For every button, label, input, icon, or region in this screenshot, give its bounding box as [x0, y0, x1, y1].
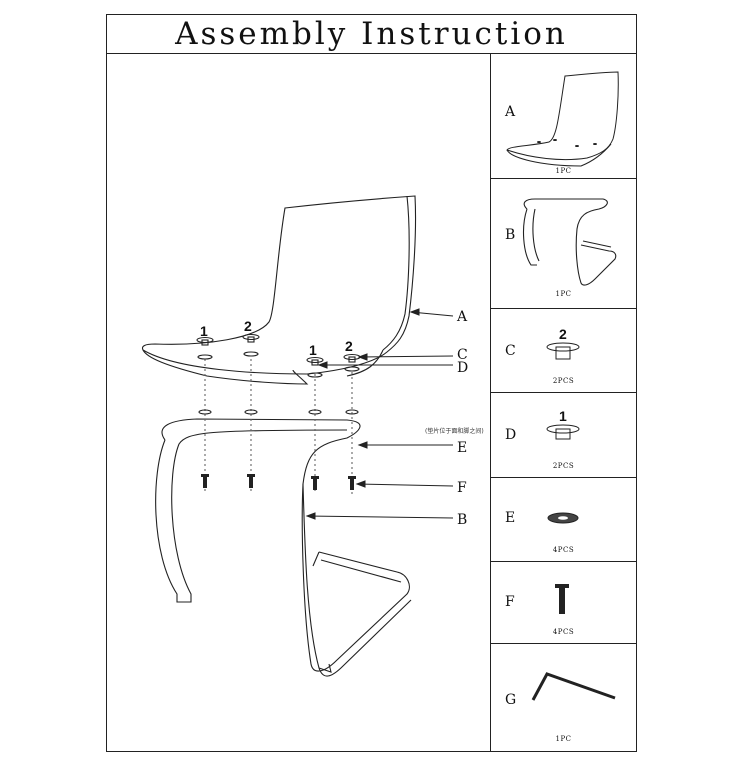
- allen-key-icon: [531, 672, 616, 701]
- alignment-guides: [204, 359, 353, 494]
- seat-holes: [197, 351, 360, 378]
- connector-number: 2: [559, 326, 567, 342]
- washer-icon: [547, 512, 579, 524]
- callout-c: C: [457, 347, 468, 363]
- page-title: Assembly Instruction: [175, 16, 568, 52]
- title-bar: Assembly Instruction: [107, 15, 636, 54]
- connector-1-icon: 1: [546, 408, 580, 440]
- connector-number: 1: [309, 342, 317, 358]
- instruction-sheet: Assembly Instruction: [106, 14, 637, 752]
- part-quantity: 1PC: [555, 167, 572, 175]
- part-quantity: 1PC: [555, 290, 572, 298]
- part-quantity: 2PCS: [552, 377, 575, 385]
- callout-d: D: [457, 360, 468, 376]
- connector-2-icon: 2: [546, 326, 580, 360]
- part-quantity: 1PC: [555, 735, 572, 743]
- exploded-view-diagram: 1 2 1 2 A C D E F B (垫片位于面和脚之间): [141, 195, 484, 677]
- part-letter: F: [505, 594, 515, 610]
- washers: [198, 409, 359, 415]
- callout-b: B: [457, 512, 467, 528]
- part-f: F 4PCS: [491, 562, 636, 644]
- part-quantity: 4PCS: [552, 628, 575, 636]
- part-quantity: 4PCS: [552, 546, 575, 554]
- connector-number: 1: [200, 323, 208, 339]
- callout-f: F: [457, 480, 467, 496]
- frame-drawing: [155, 418, 412, 677]
- part-letter: B: [505, 227, 516, 243]
- part-e: E 4PCS: [491, 478, 636, 562]
- connector-number: 2: [345, 338, 353, 354]
- bolt-icon: [555, 584, 569, 614]
- exploded-view-panel: 1 2 1 2 A C D E F B (垫片位于面和脚之间): [107, 54, 491, 751]
- part-d: 1 D 2PCS: [491, 393, 636, 478]
- connectors: [196, 333, 361, 366]
- seat-shell-drawing: [141, 195, 417, 385]
- part-letter: C: [505, 343, 516, 359]
- part-a: A 1PC: [491, 54, 636, 179]
- parts-list: A 1PC B 1PC 2 C 2PCS: [491, 54, 636, 751]
- part-quantity: 2PCS: [552, 462, 575, 470]
- part-g: G 1PC: [491, 644, 636, 751]
- part-letter: A: [505, 104, 516, 120]
- part-b: B 1PC: [491, 179, 636, 309]
- connector-number: 2: [244, 318, 252, 334]
- connector-number: 1: [559, 408, 567, 424]
- part-letter: G: [505, 692, 517, 708]
- callout-e: E: [457, 440, 467, 456]
- part-letter: D: [505, 427, 517, 443]
- part-c: 2 C 2PCS: [491, 309, 636, 393]
- callout-a: A: [456, 309, 468, 325]
- bolts: [201, 474, 356, 490]
- washer-note: (垫片位于面和脚之间): [425, 427, 484, 435]
- cantilever-frame-icon: [522, 198, 617, 286]
- seat-shell-icon: [506, 71, 619, 167]
- part-letter: E: [505, 510, 516, 526]
